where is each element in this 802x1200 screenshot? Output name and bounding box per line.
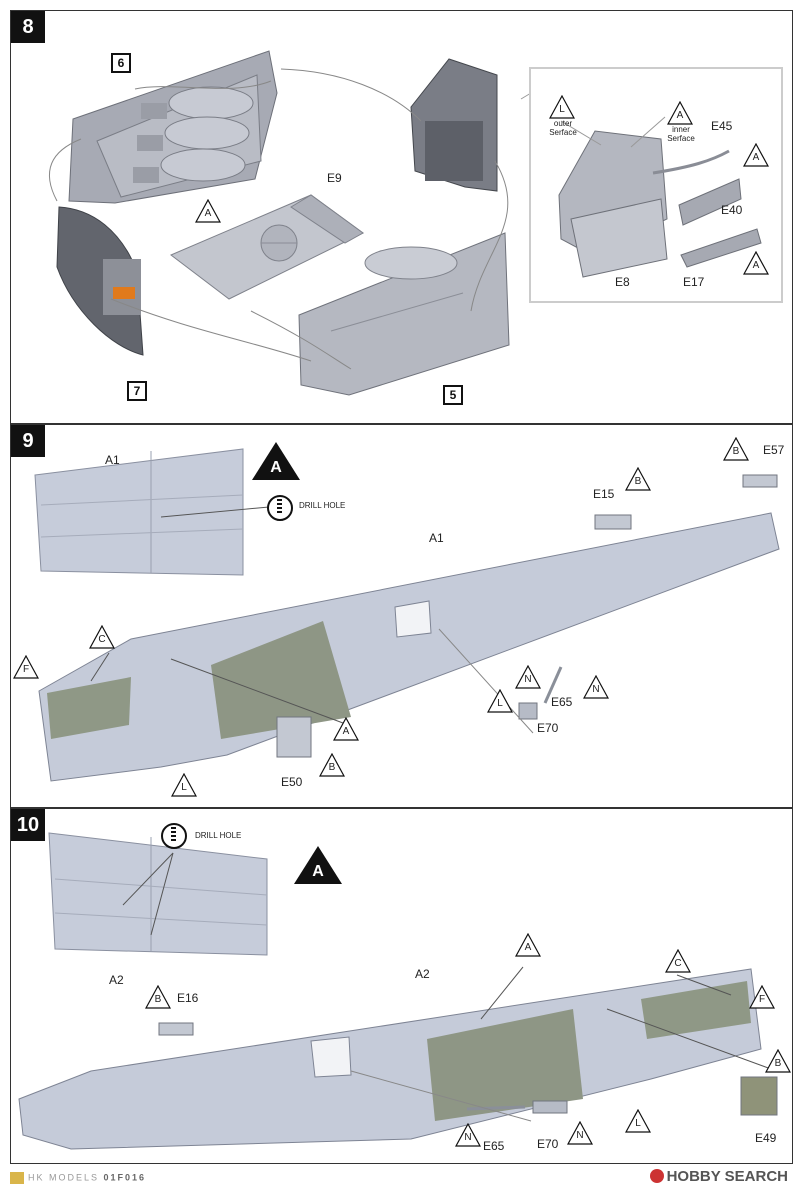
- watermark: HOBBY SEARCH: [649, 1168, 788, 1185]
- drill-hole-label: DRILL HOLE: [195, 831, 242, 840]
- part-label-e8: E8: [615, 275, 630, 289]
- inset-drawing: [558, 116, 762, 278]
- part-label-e16: E16: [177, 991, 199, 1005]
- part-label-e49: E49: [755, 1131, 777, 1145]
- marker-l-window: L: [487, 689, 513, 713]
- part-label-e17: E17: [683, 275, 705, 289]
- marker-big-a: A: [293, 845, 343, 885]
- part-label-a1: A1: [429, 531, 444, 545]
- marker-b-e57: B: [723, 437, 749, 461]
- part-label-e50: E50: [281, 775, 303, 789]
- part-label-e65: E65: [551, 695, 573, 709]
- watermark-text: HOBBY SEARCH: [666, 1168, 788, 1185]
- part-label-a1-inset: A1: [105, 453, 120, 467]
- marker-n-1: N: [515, 665, 541, 689]
- marker-c: C: [89, 625, 115, 649]
- marker-f: F: [13, 655, 39, 679]
- step-number: 10: [11, 809, 45, 841]
- marker-a-inner: A: [667, 101, 693, 125]
- step-10-drawing: [18, 832, 778, 1150]
- manual-code: 01F016: [103, 1172, 147, 1183]
- ref-box-5: 5: [443, 385, 463, 405]
- part-label-e65: E65: [483, 1139, 505, 1153]
- marker-l: L: [625, 1109, 651, 1133]
- marker-n-1: N: [455, 1123, 481, 1147]
- part-label-e57: E57: [763, 443, 785, 457]
- drill-hole-icon: [161, 823, 187, 849]
- hobby-search-logo-icon: [649, 1169, 664, 1183]
- step-8-panel: 8 6 7 5 E9: [10, 10, 793, 424]
- marker-b-e15: B: [625, 467, 651, 491]
- step-number: 8: [11, 11, 45, 43]
- marker-c: C: [665, 949, 691, 973]
- marker-f: F: [749, 985, 775, 1009]
- marker-a-main: A: [333, 717, 359, 741]
- marker-big-a: A: [251, 441, 301, 481]
- marker-a-e45: A: [743, 143, 769, 167]
- step-9-panel: 9 A1 A DRILL HOLE A1 E15 E57 E65 E70 E50…: [10, 424, 793, 808]
- step-9-drawing: [34, 448, 780, 782]
- footer-brand: HK MODELS 01F016: [10, 1172, 146, 1184]
- brand-name: HK MODELS: [28, 1172, 100, 1183]
- marker-n-2: N: [567, 1121, 593, 1145]
- drill-hole-label: DRILL HOLE: [299, 501, 346, 510]
- marker-n-2: N: [583, 675, 609, 699]
- part-label-e40: E40: [721, 203, 743, 217]
- marker-b-e16: B: [145, 985, 171, 1009]
- marker-l-outer: L: [549, 95, 575, 119]
- step-number: 9: [11, 425, 45, 457]
- step-10-panel: 10 DRILL HOLE A A2 A2 E16 E65 E70 E49 B …: [10, 808, 793, 1164]
- part-label-e15: E15: [593, 487, 615, 501]
- hk-logo-icon: [10, 1172, 24, 1184]
- marker-b-e50: B: [319, 753, 345, 777]
- marker-a-main: A: [515, 933, 541, 957]
- part-label-a2: A2: [415, 967, 430, 981]
- part-label-e70: E70: [537, 721, 559, 735]
- part-label-e70: E70: [537, 1137, 559, 1151]
- marker-b-e49: B: [765, 1049, 791, 1073]
- part-label-e45: E45: [711, 119, 733, 133]
- part-label-a2-inset: A2: [109, 973, 124, 987]
- ref-box-6: 6: [111, 53, 131, 73]
- marker-a-e17: A: [743, 251, 769, 275]
- ref-box-7: 7: [127, 381, 147, 401]
- marker-l-tail: L: [171, 773, 197, 797]
- step-8-drawing: [48, 50, 532, 396]
- part-label-e9: E9: [327, 171, 342, 185]
- drill-hole-icon: [267, 495, 293, 521]
- marker-a-floor: A: [195, 199, 221, 223]
